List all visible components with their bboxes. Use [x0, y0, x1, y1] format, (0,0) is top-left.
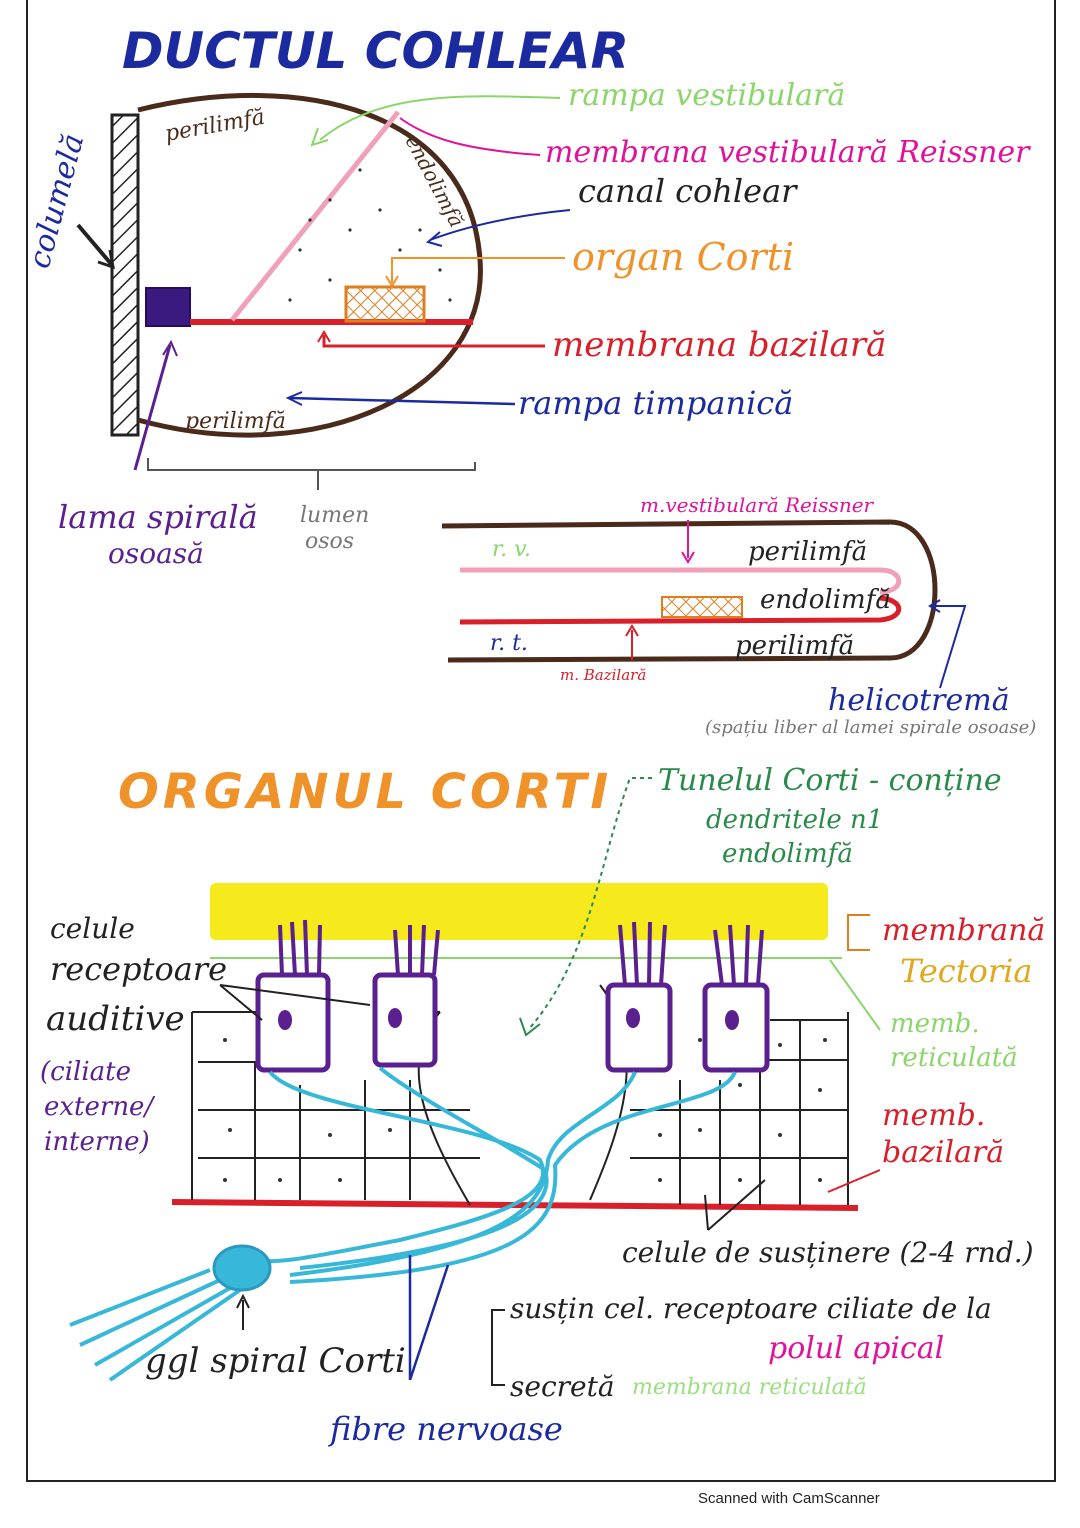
lumen-bracket: [147, 458, 476, 490]
rampa-timpanica-pointer: [289, 396, 516, 406]
endolymph-dots: [288, 168, 452, 302]
label-perilimfa-top: perilimfă: [163, 105, 267, 147]
nerve-fibers: [69, 1066, 737, 1382]
label-polul: polul apical: [768, 1331, 944, 1366]
fibre-pointer: [408, 1255, 450, 1381]
sustin-brace: [491, 1309, 505, 1386]
vestibular-membrane-unrolled: [460, 567, 902, 595]
label-celule-2: receptoare: [50, 950, 227, 988]
label-perilimfa-2: perilimfă: [735, 631, 854, 661]
spiral-ganglion: [212, 1244, 272, 1292]
label-lama-osoasa: osoasă: [108, 537, 204, 570]
label-membrana-tectoria-1: membrană: [882, 913, 1045, 948]
label-lumen: lumen: [300, 503, 369, 528]
label-helicotrema-note: (spațiu liber al lamei spirale osoase): [705, 717, 1036, 738]
label-rt: r. t.: [490, 631, 528, 656]
label-ciliate-3: interne): [44, 1127, 150, 1157]
label-columela: columelă: [22, 130, 91, 272]
label-ciliate-1: (ciliate: [40, 1057, 131, 1087]
label-rampa-vestibulara: rampa vestibulară: [568, 78, 845, 113]
membrana-bazilara-pointer: [322, 335, 545, 348]
label-rampa-timpanica: rampa timpanică: [518, 384, 793, 422]
label-ggl: ggl spiral Corti: [145, 1341, 406, 1381]
label-helicotrema: helicotremă: [828, 683, 1010, 718]
label-endolimfa-3: endolimfă: [722, 839, 853, 869]
label-bazilara-1: memb.: [882, 1098, 985, 1133]
label-m-vestibulara: m.vestibulară Reissner: [640, 493, 875, 517]
grid-dots: [223, 1038, 827, 1182]
tunnel-pointer: [527, 777, 652, 1031]
scanner-watermark: Scanned with CamScanner: [698, 1490, 880, 1507]
helicotrema-pointer: [932, 605, 967, 689]
vestibular-membrane-line: [230, 110, 400, 322]
label-lama-spirala: lama spirală: [58, 498, 258, 536]
label-secreta-green: membrana reticulată: [632, 1375, 867, 1400]
label-secreta: secretă: [510, 1370, 615, 1403]
organ-corti-pointer: [391, 257, 565, 283]
cochlear-duct-diagram: [76, 93, 571, 490]
reticulata-pointer: [829, 959, 881, 1031]
spiral-lamina-block: [145, 287, 191, 327]
organ-corti-unrolled: [661, 596, 743, 618]
columela-arrow: [76, 223, 114, 267]
label-m-bazilara: m. Bazilară: [560, 666, 646, 684]
label-reticulata-2: reticulată: [890, 1043, 1018, 1073]
label-endolimfa-2: endolimfă: [760, 585, 891, 615]
label-membrana-vestibulara: membrana vestibulară Reissner: [545, 135, 1031, 170]
receptor-pointer: [219, 984, 371, 1021]
susținere-pointer: [704, 1179, 766, 1231]
bazilara-corti-pointer: [827, 1169, 881, 1193]
outer-wall-unrolled: [441, 519, 938, 663]
tectoria-pointer: [847, 914, 870, 951]
hair-cell-4: [702, 924, 770, 1073]
section3-title: ORGANUL CORTI: [118, 764, 612, 820]
tectorial-membrane: [210, 883, 828, 940]
label-dendrite: dendritele n1: [706, 805, 883, 835]
canal-cohlear-pointer: [429, 209, 571, 241]
label-canal-cohlear: canal cohlear: [578, 172, 798, 210]
label-celule-3: auditive: [46, 999, 185, 1039]
label-ciliate-2: externe/: [44, 1092, 155, 1122]
label-celule-1: celule: [50, 912, 135, 945]
organ-corti-diagram: [69, 777, 881, 1386]
unrolled-cochlea-diagram: [441, 519, 967, 689]
organ-corti-box: [344, 285, 426, 323]
page-border: [26, 0, 1056, 1482]
label-rv: r. v.: [492, 537, 531, 562]
columella-bar: [110, 113, 140, 437]
lama-spirala-pointer: [133, 344, 172, 471]
label-osos: osos: [305, 529, 354, 554]
label-perilimfa-1: perilimfă: [748, 537, 867, 567]
membrana-vestibulara-pointer: [399, 117, 541, 156]
label-reticulata-1: memb.: [890, 1009, 980, 1039]
label-perilimfa-bottom: perilimfă: [185, 409, 286, 434]
label-sustin: susțin cel. receptoare ciliate de la: [510, 1292, 992, 1325]
label-organ-corti: organ Corti: [572, 235, 794, 279]
rampa-vestibulara-pointer: [319, 95, 561, 141]
label-endolimfa: endolimfă: [401, 131, 469, 231]
hair-cell-3: [605, 921, 673, 1073]
section1-title: DUCTUL COHLEAR: [122, 22, 629, 80]
duct-outer-wall: [137, 93, 483, 438]
hair-cell-2: [372, 924, 440, 1068]
label-bazilara-2: bazilară: [882, 1135, 1004, 1170]
basilar-membrane-unrolled: [459, 595, 902, 625]
label-membrana-bazilara: membrana bazilară: [552, 325, 886, 365]
label-membrana-tectoria-2: Tectoria: [900, 952, 1032, 990]
label-tunelul: Tunelul Corti - conține: [658, 763, 1002, 798]
label-celule-sustinere: celule de susținere (2-4 rnd.): [622, 1236, 1034, 1269]
label-fibre: fibre nervoase: [328, 1410, 563, 1448]
hair-cell-1: [255, 919, 331, 1073]
